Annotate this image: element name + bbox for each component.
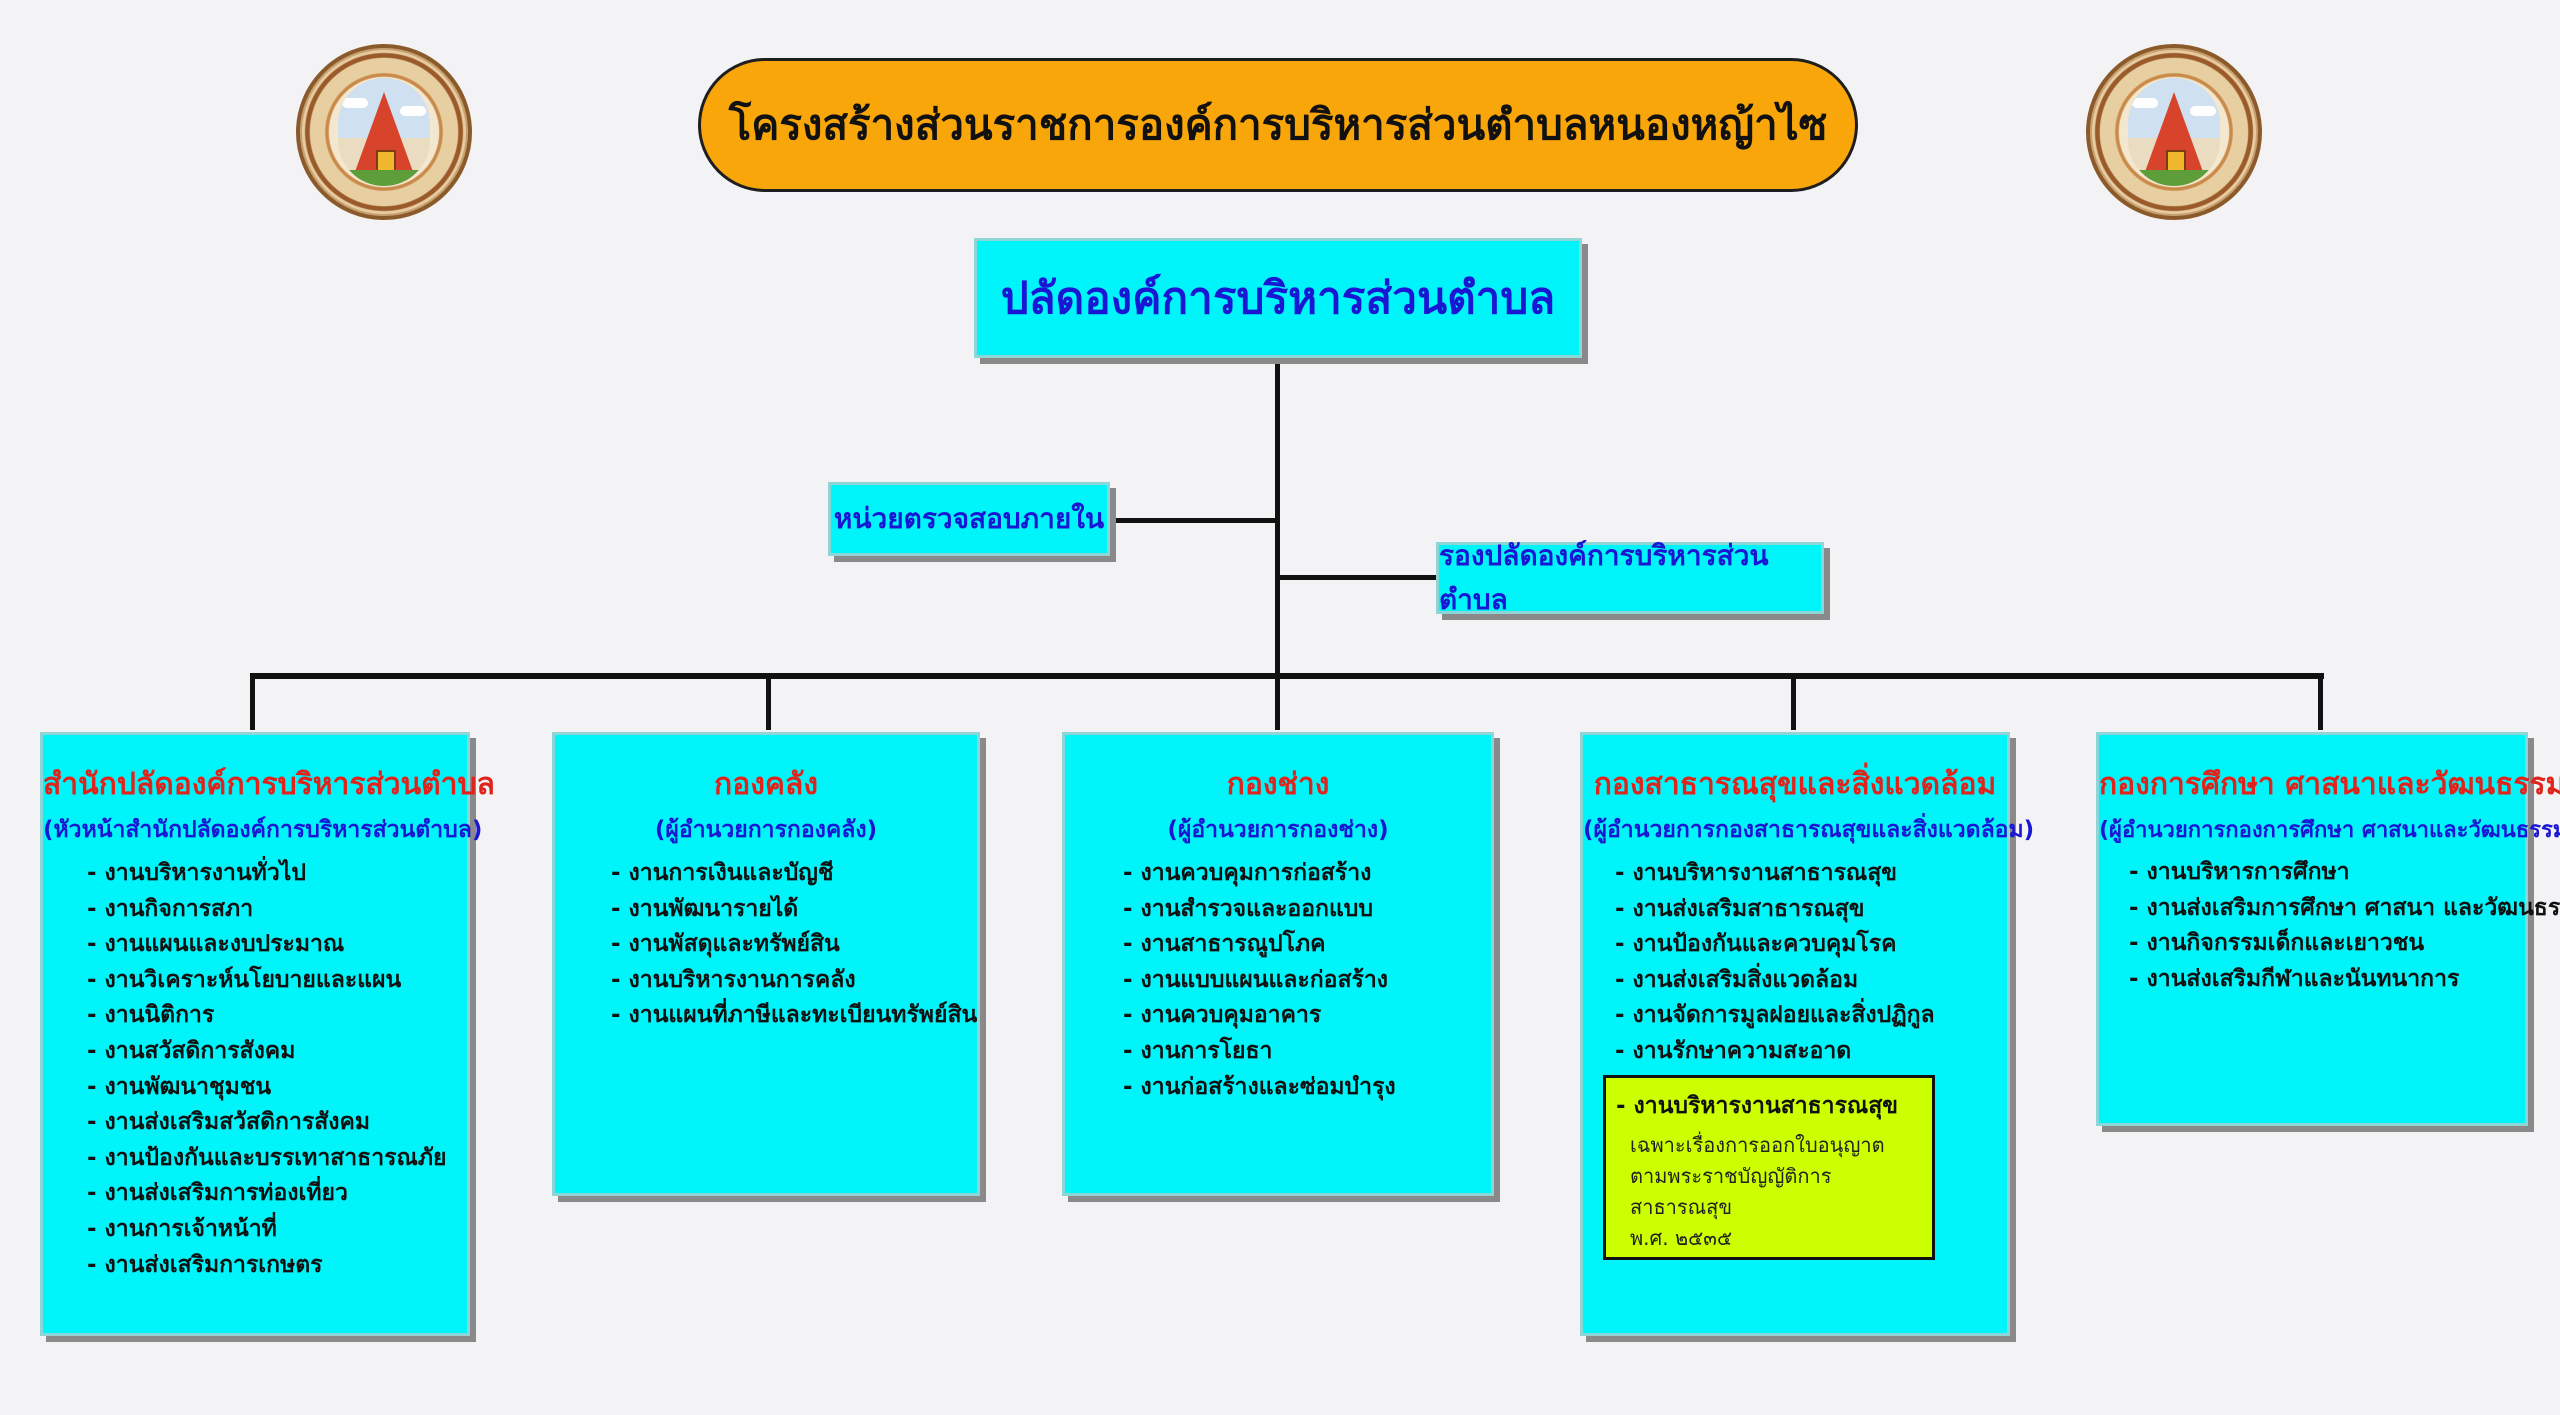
department-task-list: - งานการเงินและบัญชี - งานพัฒนารายได้ - … bbox=[611, 856, 977, 1034]
department-task-list: - งานบริหารการศึกษา - งานส่งเสริมการศึกษ… bbox=[2129, 855, 2560, 997]
task-item: - งานสำรวจและออกแบบ bbox=[1123, 895, 1373, 922]
task-item: - งานส่งเสริมการเกษตร bbox=[87, 1251, 323, 1278]
task-item: - งานวิเคราะห์นโยบายและแผน bbox=[87, 966, 402, 993]
task-item: - งานส่งเสริมกีฬาและนันทนาการ bbox=[2129, 965, 2460, 992]
task-item: - งานส่งเสริมการท่องเที่ยว bbox=[87, 1180, 348, 1207]
task-item: - งานป้องกันและบรรเทาสาธารณภัย bbox=[87, 1144, 447, 1171]
task-item: - งานก่อสร้างและซ่อมบำรุง bbox=[1123, 1073, 1396, 1100]
task-item: - งานกิจกรรมเด็กและเยาวชน bbox=[2129, 930, 2425, 957]
connector-horizontal-bus bbox=[250, 673, 2324, 679]
department-head: (ผู้อำนวยการกองช่าง) bbox=[1167, 817, 1389, 843]
deputy-box: รองปลัดองค์การบริหารส่วนตำบล bbox=[1436, 539, 1824, 616]
connector-dept-4 bbox=[1791, 673, 1796, 730]
chart-title: โครงสร้างส่วนราชการองค์การบริหารส่วนตำบล… bbox=[698, 58, 1858, 192]
department-title: กองช่าง bbox=[1226, 767, 1330, 802]
task-item: - งานพัสดุและทรัพย์สิน bbox=[611, 931, 840, 958]
task-item: - งานบริหารงานสาธารณสุข bbox=[1615, 860, 1898, 886]
task-item: - งานบริหารงานทั่วไป bbox=[87, 860, 306, 886]
task-item: - งานกิจการสภา bbox=[87, 895, 254, 922]
task-item: - งานนิติการ bbox=[87, 1002, 215, 1029]
department-head: (ผู้อำนวยการกองสาธารณสุขและสิ่งแวดล้อม) bbox=[1583, 817, 2035, 843]
task-item: - งานรักษาความสะอาด bbox=[1615, 1037, 1852, 1064]
seal-logo-left bbox=[296, 44, 472, 220]
connector-dept-2 bbox=[766, 673, 771, 730]
note-title: - งานบริหารงานสาธารณสุข bbox=[1616, 1093, 1899, 1119]
department-title: กองการศึกษา ศาสนาและวัฒนธรรม bbox=[2099, 767, 2560, 802]
note-line: เฉพาะเรื่องการออกใบอนุญาต bbox=[1630, 1133, 1885, 1157]
task-item: - งานควบคุมอาคาร bbox=[1123, 1002, 1322, 1029]
department-task-list: - งานบริหารงานทั่วไป - งานกิจการสภา - งา… bbox=[87, 856, 467, 1283]
task-item: - งานสวัสดิการสังคม bbox=[87, 1037, 296, 1064]
task-item: - งานส่งเสริมสิ่งแวดล้อม bbox=[1615, 966, 1859, 993]
task-item: - งานการโยธา bbox=[1123, 1037, 1273, 1064]
task-item: - งานส่งเสริมการศึกษา ศาสนา และวัฒนธรรม bbox=[2129, 894, 2560, 921]
department-head: (ผู้อำนวยการกองคลัง) bbox=[654, 817, 878, 843]
seal-logo-right bbox=[2086, 44, 2262, 220]
department-title: กองสาธารณสุขและสิ่งแวดล้อม bbox=[1593, 767, 1997, 802]
connector-dept-5 bbox=[2318, 673, 2323, 730]
task-item: - งานบริหารงานการคลัง bbox=[611, 966, 856, 993]
department-title: สำนักปลัดองค์การบริหารส่วนตำบล bbox=[43, 767, 495, 802]
task-item: - งานส่งเสริมสาธารณสุข bbox=[1615, 895, 1865, 922]
task-item: - งานจัดการมูลฝอยและสิ่งปฏิกูล bbox=[1615, 1002, 1935, 1029]
task-item: - งานควบคุมการก่อสร้าง bbox=[1123, 860, 1372, 886]
task-item: - งานแบบแผนและก่อสร้าง bbox=[1123, 966, 1389, 993]
task-item: - งานพัฒนาชุมชน bbox=[87, 1073, 272, 1100]
connector-trunk bbox=[1275, 358, 1280, 730]
department-box-engineering: กองช่าง (ผู้อำนวยการกองช่าง) - งานควบคุม… bbox=[1062, 732, 1494, 1196]
connector-dept-1 bbox=[250, 673, 255, 730]
task-item: - งานแผนที่ภาษีและทะเบียนทรัพย์สิน bbox=[611, 1002, 978, 1029]
task-item: - งานการเจ้าหน้าที่ bbox=[87, 1215, 277, 1242]
connector-audit bbox=[1110, 518, 1277, 523]
note-line: ตามพระราชบัญญัติการสาธารณสุข bbox=[1630, 1164, 1832, 1219]
note-line: พ.ศ. ๒๕๓๕ bbox=[1630, 1226, 1733, 1250]
department-task-list: - งานควบคุมการก่อสร้าง - งานสำรวจและออกแ… bbox=[1123, 856, 1491, 1105]
department-box-finance: กองคลัง (ผู้อำนวยการกองคลัง) - งานการเงิ… bbox=[552, 732, 980, 1196]
audit-unit-box: หน่วยตรวจสอบภายใน bbox=[828, 482, 1110, 556]
task-item: - งานบริหารการศึกษา bbox=[2129, 859, 2350, 885]
department-box-office: สำนักปลัดองค์การบริหารส่วนตำบล (หัวหน้าส… bbox=[40, 732, 495, 1336]
task-item: - งานการเงินและบัญชี bbox=[611, 860, 834, 886]
head-position-box: ปลัดองค์การบริหารส่วนตำบล bbox=[974, 238, 1582, 358]
department-box-education: กองการศึกษา ศาสนาและวัฒนธรรม (ผู้อำนวยกา… bbox=[2096, 732, 2560, 1126]
task-item: - งานพัฒนารายได้ bbox=[611, 895, 799, 922]
task-item: - งานสาธารณูปโภค bbox=[1123, 931, 1326, 958]
department-head: (หัวหน้าสำนักปลัดองค์การบริหารส่วนตำบล) bbox=[43, 817, 483, 843]
task-item: - งานแผนและงบประมาณ bbox=[87, 931, 345, 958]
department-head: (ผู้อำนวยการกองการศึกษา ศาสนาและวัฒนธรรม… bbox=[2099, 818, 2560, 843]
department-title: กองคลัง bbox=[714, 767, 818, 802]
connector-deputy bbox=[1277, 575, 1437, 580]
public-health-note-box: - งานบริหารงานสาธารณสุข เฉพาะเรื่องการออ… bbox=[1603, 1075, 1935, 1260]
task-item: - งานป้องกันและควบคุมโรค bbox=[1615, 931, 1897, 958]
department-task-list: - งานบริหารงานสาธารณสุข - งานส่งเสริมสาธ… bbox=[1615, 856, 2007, 1070]
task-item: - งานส่งเสริมสวัสดิการสังคม bbox=[87, 1109, 371, 1136]
